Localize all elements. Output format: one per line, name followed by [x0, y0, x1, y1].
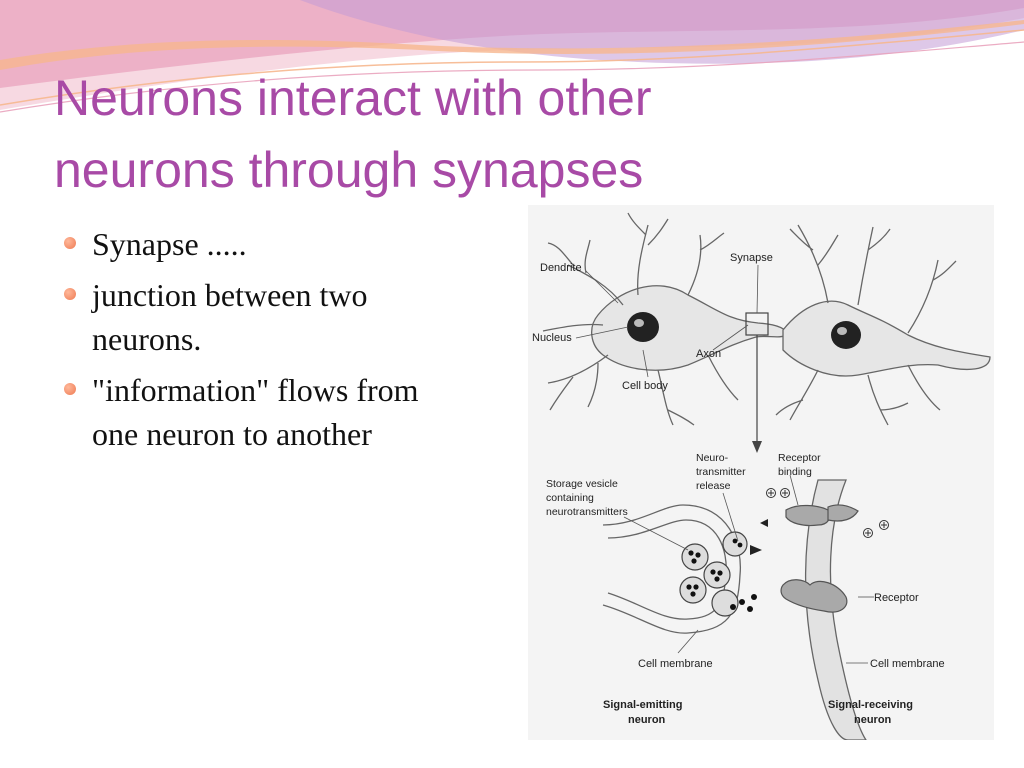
label-receptor: Receptor [874, 592, 919, 604]
left-neuron [542, 212, 789, 426]
label-storage-vesicle-1: Storage vesicle [546, 478, 618, 490]
label-dendrite: Dendrite [540, 262, 582, 274]
label-cell-membrane-left: Cell membrane [638, 658, 713, 670]
label-storage-vesicle-2: containing [546, 492, 594, 504]
diagram-background [528, 205, 994, 740]
bullet-dot-icon [64, 237, 76, 249]
bullet-item: Synapse ..... [60, 222, 500, 266]
bullet-dot-icon [64, 288, 76, 300]
label-neurotransmitter-release-2: transmitter [696, 466, 746, 478]
label-signal-emitting-1: Signal-emitting [603, 699, 682, 711]
bullet-text: junction between two [92, 277, 368, 313]
bullet-text-cont: one neuron to another [92, 416, 372, 452]
label-storage-vesicle-3: neurotransmitters [546, 506, 628, 518]
label-synapse: Synapse [730, 252, 773, 264]
bullet-text: Synapse ..... [92, 226, 247, 262]
bullet-text: "information" flows from [92, 372, 419, 408]
slide-title: Neurons interact with other neurons thro… [54, 62, 994, 206]
plus-ions [766, 488, 889, 538]
right-nucleolus [837, 327, 847, 335]
label-neurotransmitter-release-1: Neuro- [696, 452, 729, 464]
small-arrow-icon [760, 519, 768, 527]
label-neurotransmitter-release-3: release [696, 480, 731, 492]
label-cell-body: Cell body [622, 380, 668, 392]
label-signal-receiving-1: Signal-receiving [828, 699, 913, 711]
zoom-arrow-head [752, 441, 762, 453]
label-nucleus: Nucleus [532, 332, 572, 344]
bullet-text-cont: neurons. [92, 321, 202, 357]
right-nucleus [831, 321, 861, 349]
bullet-item: junction between two neurons. [60, 273, 500, 361]
left-nucleus [627, 312, 659, 342]
label-signal-emitting-2: neuron [628, 714, 666, 726]
label-receptor-binding-1: Receptor [778, 452, 821, 464]
bullet-item: "information" flows from one neuron to a… [60, 368, 500, 456]
label-axon: Axon [696, 348, 721, 360]
left-nucleolus [634, 319, 644, 327]
neurotransmitter-dots [686, 538, 757, 612]
bullet-list: Synapse ..... junction between two neuro… [60, 222, 500, 463]
neuron-synapse-diagram: Dendrite Synapse Nucleus Axon Cell body [528, 205, 994, 740]
bullet-dot-icon [64, 383, 76, 395]
decorative-swoosh [0, 0, 1024, 113]
top-leader-lines [575, 264, 759, 378]
label-signal-receiving-2: neuron [854, 714, 892, 726]
release-arrow-icon [750, 545, 762, 555]
plus-signs [768, 490, 887, 536]
title-line-2: neurons through synapses [54, 142, 644, 198]
right-neuron [775, 224, 991, 426]
receptors [780, 504, 859, 613]
label-cell-membrane-right: Cell membrane [870, 658, 945, 670]
bottom-leader-lines [623, 474, 874, 664]
label-receptor-binding-2: binding [778, 466, 812, 478]
title-line-1: Neurons interact with other [54, 70, 652, 126]
